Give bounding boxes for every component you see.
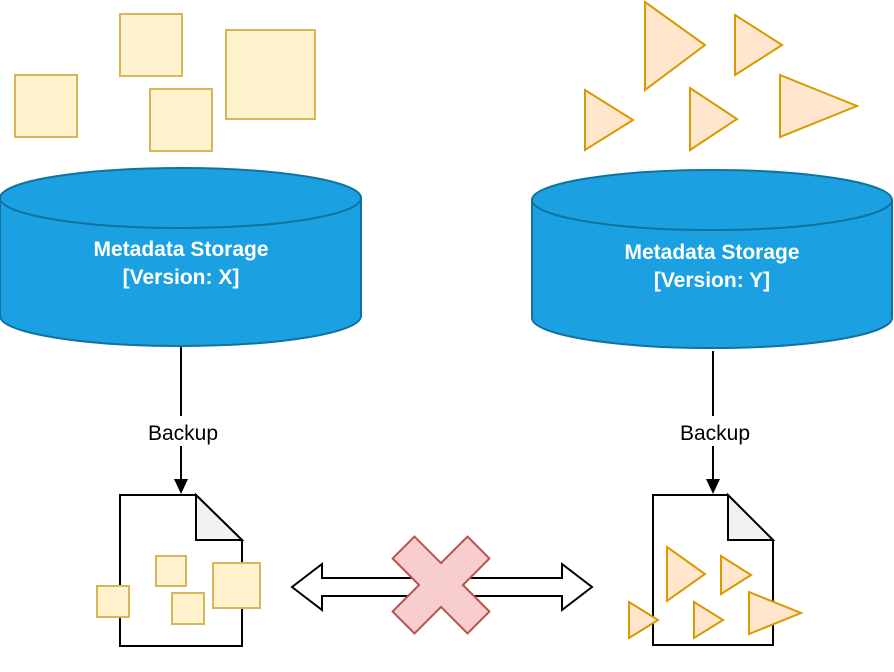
- triangle-icon: [748, 590, 804, 636]
- cylinder-body: [0, 167, 362, 347]
- storage-x-version: [Version: X]: [123, 266, 240, 289]
- triangle-icon: [693, 600, 725, 640]
- square-icon: [119, 13, 183, 77]
- triangle-icon: [584, 88, 635, 152]
- triangle-icon: [628, 600, 660, 640]
- square-icon: [14, 74, 78, 138]
- cylinder-rim: [531, 199, 893, 231]
- source-triangles: [584, 0, 860, 152]
- backup-label-right: Backup: [680, 422, 750, 445]
- backup-file-right-triangles: [628, 545, 804, 640]
- file-fold-icon: [727, 492, 776, 541]
- storage-y-version: [Version: Y]: [654, 269, 770, 292]
- triangle-icon: [689, 86, 739, 152]
- metadata-storage-x-cylinder: [0, 167, 362, 347]
- triangle-icon: [666, 545, 707, 603]
- arrowhead-down-icon: [174, 479, 188, 494]
- backup-file-left-squares: [96, 555, 261, 625]
- square-icon: [225, 29, 316, 120]
- cylinder-body: [531, 169, 893, 349]
- square-icon: [96, 585, 130, 618]
- triangle-icon: [720, 554, 753, 596]
- triangle-icon: [779, 73, 860, 139]
- cylinder-rim: [0, 197, 362, 229]
- backup-label-left: Backup: [148, 422, 218, 445]
- triangle-icon: [644, 0, 707, 92]
- backup-arrow-left: Backup: [146, 347, 218, 494]
- triangle-icon: [734, 13, 784, 77]
- square-icon: [155, 555, 187, 587]
- arrowhead-down-icon: [706, 479, 720, 494]
- backup-arrow-right: Backup: [678, 351, 750, 494]
- metadata-storage-y-cylinder: [531, 169, 893, 349]
- square-icon: [171, 592, 205, 625]
- square-icon: [149, 88, 213, 152]
- storage-x-title: Metadata Storage: [93, 238, 268, 261]
- square-icon: [212, 562, 261, 609]
- incompatibility-cross-icon: [391, 535, 491, 635]
- source-squares: [14, 13, 316, 152]
- file-fold-icon: [195, 492, 245, 541]
- storage-y-title: Metadata Storage: [624, 241, 799, 264]
